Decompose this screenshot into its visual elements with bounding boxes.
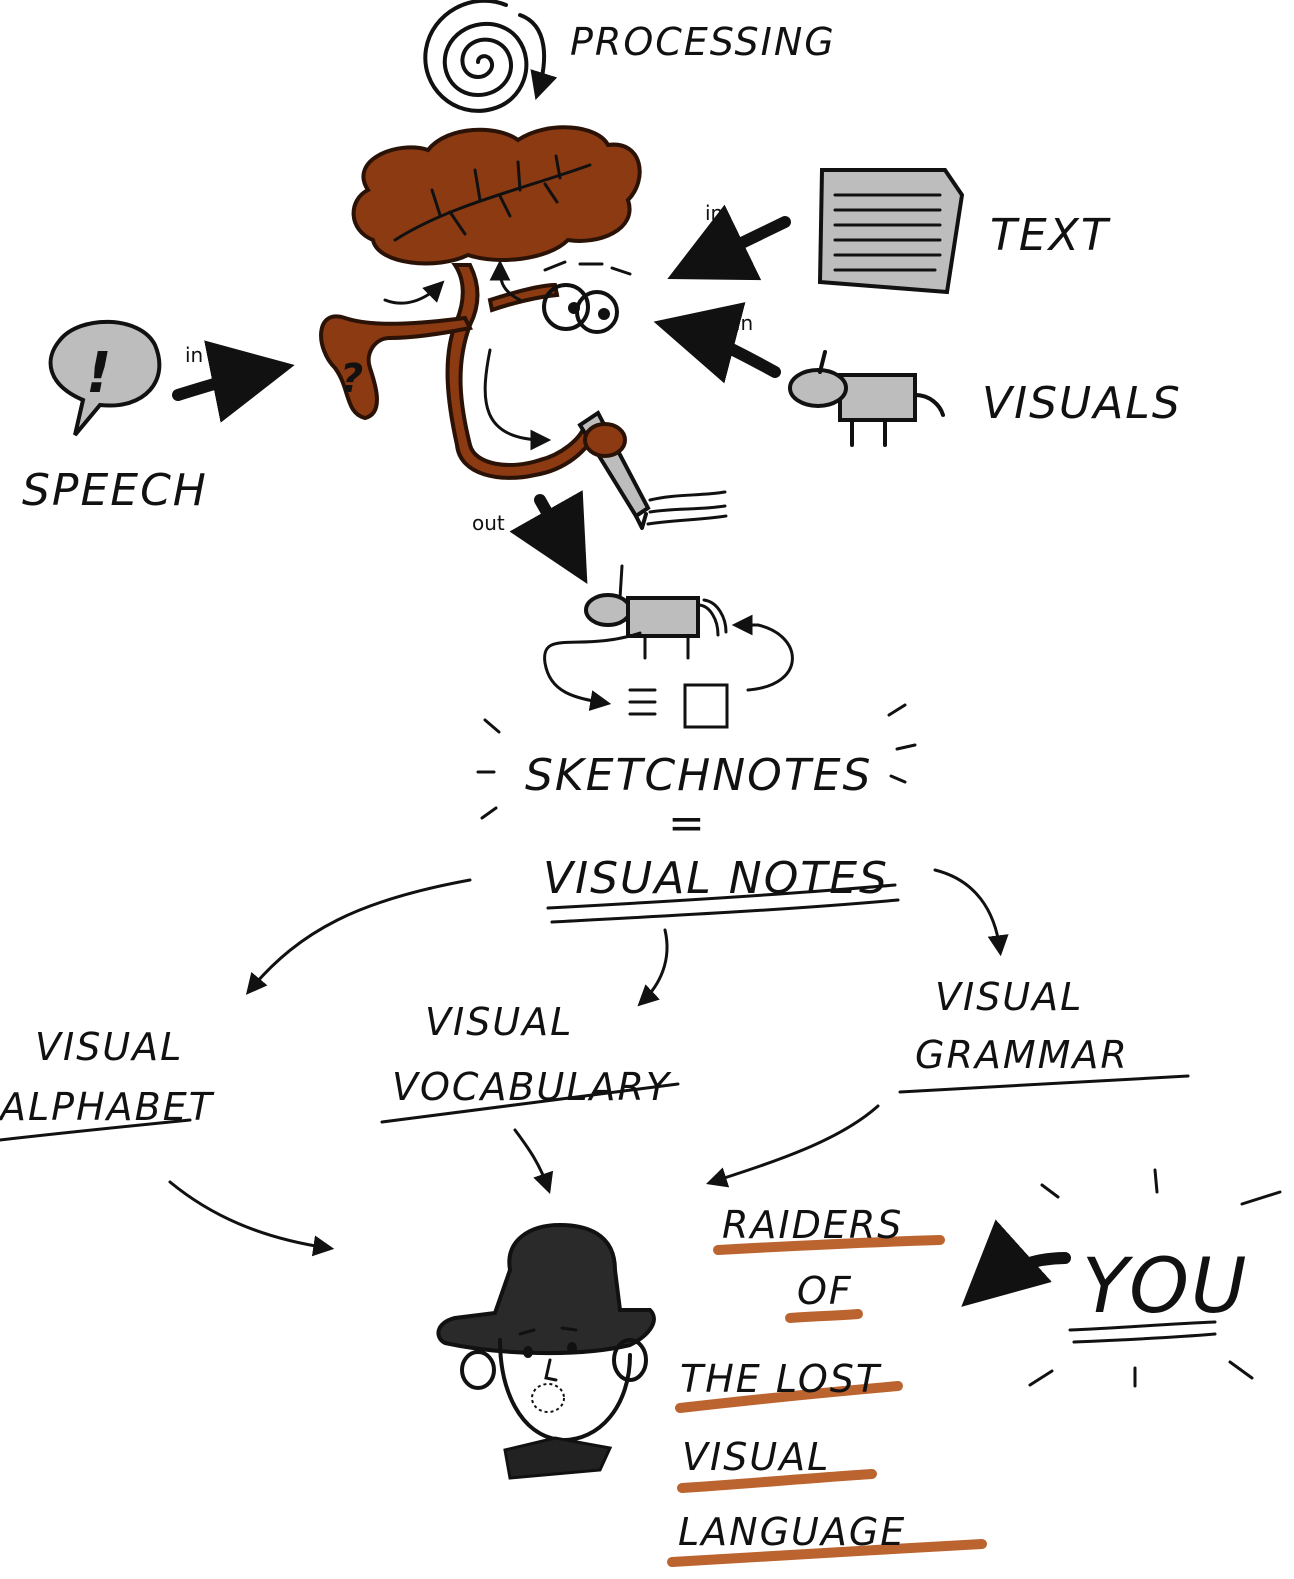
- visual-vocabulary-line1: VISUAL: [425, 1000, 573, 1044]
- arrow-alphabet-to-center: [168, 1180, 335, 1257]
- visual-alphabet-line1: VISUAL: [35, 1025, 183, 1069]
- raiders-highlight-2: [785, 1309, 863, 1323]
- you-arrow: [961, 1219, 1071, 1307]
- text-in-arrow: [667, 204, 791, 281]
- speech-label: SPEECH: [22, 465, 208, 516]
- out-arrow: [509, 490, 588, 584]
- arrow-to-vocabulary: [637, 928, 669, 1007]
- arrow-to-grammar: [933, 868, 1009, 957]
- in-visuals-label: in: [735, 311, 753, 335]
- raiders-line1: RAIDERS: [722, 1203, 903, 1247]
- speech-in-arrow: [172, 340, 295, 423]
- speech-bubble-icon: [48, 319, 162, 437]
- visual-notes-label: VISUAL NOTES: [543, 853, 889, 904]
- visual-grammar-line1: VISUAL: [935, 975, 1083, 1019]
- speech-bubble-mark: !: [86, 341, 114, 406]
- visual-notes-underline: [546, 883, 900, 924]
- raiders-highlight-4: [677, 1469, 877, 1493]
- document-icon: [817, 168, 965, 295]
- brain-flow-arrow: [483, 348, 552, 451]
- raiders-line3: THE LOST: [680, 1357, 882, 1401]
- sketchnotes-label: SKETCHNOTES: [525, 750, 872, 801]
- visual-vocabulary-underline: [380, 1082, 680, 1124]
- raiders-highlight-3: [675, 1381, 903, 1413]
- eyes-icon: [542, 260, 632, 334]
- arrow-grammar-to-center: [706, 1104, 880, 1188]
- visual-alphabet-underline: [0, 1118, 192, 1142]
- equals-sign: =: [668, 798, 707, 849]
- arrow-to-alphabet: [245, 878, 472, 995]
- sketchnote-loop-icon: [543, 564, 794, 729]
- explorer-face-icon: [436, 1222, 656, 1480]
- visual-grammar-underline: [898, 1074, 1190, 1094]
- pen-icon: [577, 410, 728, 530]
- out-label: out: [472, 511, 505, 535]
- raiders-line2: OF: [797, 1269, 853, 1313]
- arrow-vocabulary-to-center: [513, 1128, 554, 1194]
- visual-grammar-line2: GRAMMAR: [915, 1033, 1129, 1077]
- in-text-label: in: [705, 201, 723, 225]
- raiders-highlight-5: [667, 1539, 987, 1567]
- text-label: TEXT: [990, 210, 1111, 261]
- animal-icon: [788, 350, 945, 447]
- brain-curved-arrow: [383, 280, 445, 305]
- visuals-label: VISUALS: [982, 378, 1182, 429]
- visual-alphabet-line2: ALPHABET: [0, 1085, 215, 1129]
- raiders-line5: LANGUAGE: [678, 1510, 906, 1554]
- processing-arrow: [518, 13, 558, 101]
- brain-icon: [319, 125, 642, 480]
- visuals-in-arrow: [653, 302, 781, 384]
- brain-up-arrow: [489, 259, 522, 302]
- in-speech-label: in: [185, 343, 203, 367]
- brain-question-mark: ?: [340, 356, 365, 402]
- processing-label: PROCESSING: [570, 20, 836, 64]
- raiders-highlight-1: [713, 1235, 945, 1255]
- you-rays: [1028, 1168, 1282, 1388]
- you-underline: [1068, 1320, 1217, 1344]
- you-label: YOU: [1082, 1241, 1249, 1330]
- sketchnotes-rays: [476, 703, 917, 820]
- spiral-icon: [423, 0, 529, 113]
- raiders-line4: VISUAL: [682, 1435, 830, 1479]
